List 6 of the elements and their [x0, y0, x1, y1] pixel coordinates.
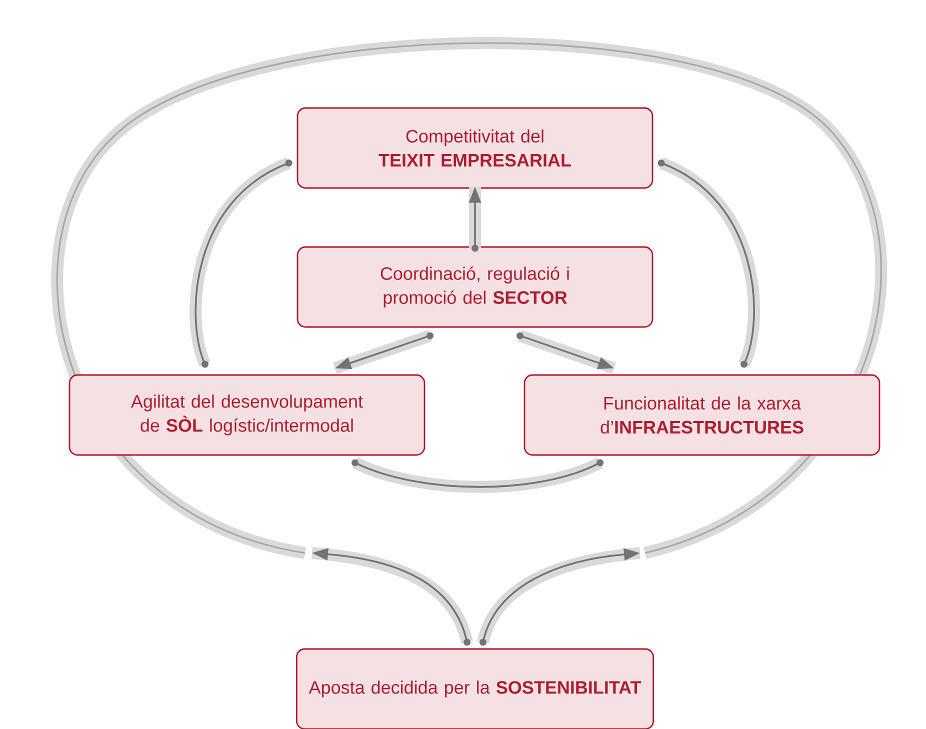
text-box: Competitivitat del TEIXIT EMPRESARIAL — [296, 107, 654, 189]
arrow — [352, 459, 604, 488]
text-box: Coordinació, regulació i promoció del SECTOR — [296, 246, 654, 328]
text-box: Funcionalitat de la xarxa d’INFRAESTRUCTURES — [524, 374, 880, 456]
text-box: Aposta decidida per la SOSTENIBILITAT — [296, 648, 654, 729]
text-box: Agilitat del desenvolupament de SÒL logístic/intermodal — [68, 374, 426, 456]
